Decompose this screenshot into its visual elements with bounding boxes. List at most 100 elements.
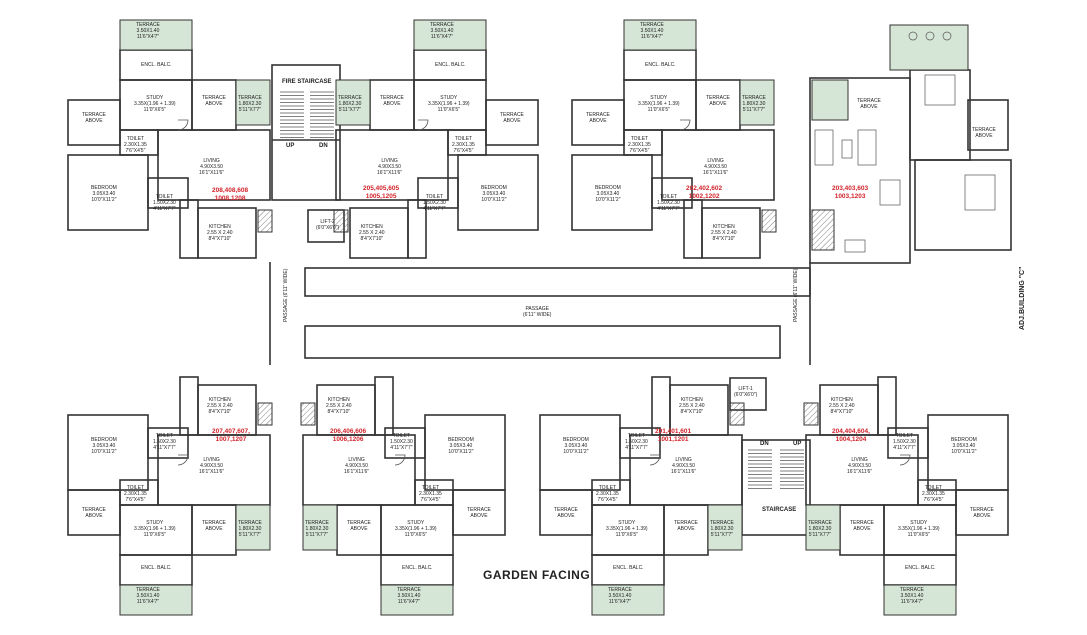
plant-pot-0 [908, 31, 918, 41]
door-swing-4 [394, 454, 406, 466]
flat-bl-terrace-small-label: TERRACE 1.80X2.30 5'11"X7'7" [238, 520, 262, 538]
flat-tc-toilet-label: TOILET 2.30X1.35 7'6"X4'5" [452, 136, 475, 154]
flat-bc-terrace-bottom-label: TERRACE 3.50X1.40 11'6"X4'7" [397, 587, 421, 605]
flat-br1-living-label: LIVING 4.90X3.50 16'1"X11'6" [671, 457, 697, 475]
flat-tl-study-label: STUDY 3.35X(1.96 + 1.39) 11'0"X6'5" [134, 95, 176, 113]
flat-tr1-living-label: LIVING 4.90X3.50 16'1"X11'6" [703, 158, 729, 176]
flat-bl-toilet2-label: TOILET 1.50X2.30 4'11"X7'7" [153, 433, 176, 451]
flat-br1-terrace-above-left-label: TERRACE ABOVE [554, 507, 578, 519]
flat-br2-terrace-above-left-label: TERRACE ABOVE [970, 507, 994, 519]
flat-bc-toilet-label: TOILET 2.30X1.35 7'6"X4'5" [419, 485, 442, 503]
adjacent-building-label: ADJ.BUILDING "C" [1019, 266, 1026, 330]
coffee-table [841, 139, 853, 159]
flat-tl-kitchen-label: KITCHEN 2.55 X 2.40 8'4"X7'10" [207, 224, 233, 242]
flat-tl-living-label: LIVING 4.90X3.50 16'1"X11'6" [199, 158, 225, 176]
flat-bl-encl-dry [179, 376, 199, 436]
sofa [814, 129, 834, 166]
flat-tl-living [157, 129, 271, 201]
flat-bl-bedroom-label: BEDROOM 3.05X3.40 10'0"X11'2" [91, 437, 117, 455]
flat-tc-kitchen-label: KITCHEN 2.55 X 2.40 8'4"X7'10" [359, 224, 385, 242]
stair-up-label: UP [286, 143, 295, 149]
flat-tc-terrace-above-left-label: TERRACE ABOVE [500, 112, 524, 124]
flat-bc-terrace-above-label: TERRACE ABOVE [347, 520, 371, 532]
flat-number-bottom-center: 206,406,606 1006,1206 [330, 428, 367, 443]
flat-tc-living-label: LIVING 4.90X3.50 16'1"X11'6" [377, 158, 403, 176]
flat-br2-toilet2 [887, 427, 929, 459]
flat-tr1-terrace-above-left-label: TERRACE ABOVE [586, 112, 610, 124]
flat-tc-encl-balc-label: ENCL. BALC. [435, 62, 466, 68]
flat-bl-kitchen-label: KITCHEN 2.55 X 2.40 8'4"X7'10" [207, 397, 233, 415]
flat-number-top-left: 208,408,608 1008,1208 [212, 187, 249, 202]
bed-2 [964, 174, 996, 211]
bed-1 [924, 74, 956, 106]
flat-tr1-terrace-small [739, 79, 775, 126]
flat-tr2-bedroom-2 [914, 159, 1012, 251]
flat-bc-bedroom-label: BEDROOM 3.05X3.40 10'0"X11'2" [448, 437, 474, 455]
flat-number-bottom-right-1: 201,401,601 1001,1201 [655, 428, 692, 443]
plan-title: GARDEN FACING [483, 568, 591, 582]
flat-tr2-terrace-above-label: TERRACE ABOVE [857, 98, 881, 110]
lift-1 [729, 377, 767, 411]
passage-top-block [304, 267, 811, 297]
flat-bl-duct [257, 402, 273, 426]
passage-horizontal-label: PASSAGE (6'11" WIDE) [523, 306, 552, 318]
flat-tc-terrace-top [413, 19, 487, 51]
flat-br2-encl-dry [877, 376, 897, 436]
flat-br2-study-label: STUDY 3.35X(1.96 + 1.39) 11'0"X6'5" [898, 520, 940, 538]
door-swing-5 [649, 454, 661, 466]
flat-tr2-duct [811, 209, 835, 251]
flat-br2-duct [803, 402, 819, 426]
flat-tl-toilet-label: TOILET 2.30X1.35 7'6"X4'5" [124, 136, 147, 154]
flat-tc-bedroom-label: BEDROOM 3.05X3.40 10'0"X11'2" [481, 185, 507, 203]
flat-tr1-terrace-top-label: TERRACE 3.50X1.40 11'6"X4'7" [640, 22, 664, 40]
flat-tc-terrace-small-label: TERRACE 1.80X2.30 5'11"X7'7" [338, 95, 362, 113]
flat-br1-encl-dry [651, 376, 671, 436]
door-swing-0 [177, 119, 189, 131]
flat-tr2-terrace-above [967, 99, 1009, 151]
flat-bl-living-label: LIVING 4.90X3.50 16'1"X11'6" [199, 457, 225, 475]
flat-bc-toilet2 [384, 427, 426, 459]
passage-vertical-right-label: PASSAGE (6'11" WIDE) [793, 268, 799, 322]
flat-number-bottom-left: 207,407,607, 1007,1207 [212, 428, 250, 443]
flat-br1-toilet2-label: TOILET 1.50X2.30 4'11"X7'7" [625, 433, 648, 451]
flat-tr2-bedroom-1 [909, 69, 971, 161]
flat-tc-living [335, 129, 449, 201]
flat-bl-study-label: STUDY 3.35X(1.96 + 1.39) 11'0"X6'5" [134, 520, 176, 538]
flat-tr1-toilet-label: TOILET 2.30X1.35 7'6"X4'5" [628, 136, 651, 154]
flat-tr1-terrace-top [623, 19, 697, 51]
fire-staircase-label: FIRE STAIRCASE [282, 79, 332, 85]
flat-br2-terrace-above-label: TERRACE ABOVE [850, 520, 874, 532]
plant-pot-2 [942, 31, 952, 41]
flat-bl-terrace-above-label: TERRACE ABOVE [202, 520, 226, 532]
door-swing-1 [417, 119, 429, 131]
flat-tl-terrace-top [119, 19, 193, 51]
flat-tr1-bedroom-label: BEDROOM 3.05X3.40 10'0"X11'2" [595, 185, 621, 203]
flat-bl-terrace-small [235, 504, 271, 551]
flat-tc-terrace-small [335, 79, 371, 126]
flat-bl-toilet2 [147, 427, 189, 459]
flat-bc-terrace-above-left-label: TERRACE ABOVE [467, 507, 491, 519]
kitchen-counter [844, 239, 866, 253]
flat-tl-toilet2 [147, 177, 189, 209]
flat-br1-study-label: STUDY 3.35X(1.96 + 1.39) 11'0"X6'5" [606, 520, 648, 538]
flat-bl-terrace-bottom [119, 584, 193, 616]
flat-tc-terrace-above-label: TERRACE ABOVE [380, 95, 404, 107]
flat-br2-toilet-label: TOILET 2.30X1.35 7'6"X4'5" [922, 485, 945, 503]
passage-bottom-block [304, 325, 781, 359]
fire-staircase [271, 64, 341, 201]
flat-tc-terrace-above-left [485, 99, 539, 146]
door-swing-6 [899, 454, 911, 466]
flat-tr1-encl-dry [683, 199, 703, 259]
flat-tc-toilet2 [417, 177, 459, 209]
flat-bl-toilet-label: TOILET 2.30X1.35 7'6"X4'5" [124, 485, 147, 503]
flat-tl-terrace-small [235, 79, 271, 126]
flat-br2-terrace-small-label: TERRACE 1.80X2.30 5'11"X7'7" [808, 520, 832, 538]
flat-tl-encl-balc-label: ENCL. BALC. [141, 62, 172, 68]
flat-tc-encl-dry [407, 199, 427, 259]
flat-bc-encl-balc-label: ENCL. BALC. [402, 565, 433, 571]
flat-tr1-study-label: STUDY 3.35X(1.96 + 1.39) 11'0"X6'5" [638, 95, 680, 113]
flat-bc-terrace-bottom [380, 584, 454, 616]
flat-tr1-toilet2-label: TOILET 1.50X2.30 4'11"X7'7" [657, 194, 680, 212]
flat-br1-encl-balc-label: ENCL. BALC. [613, 565, 644, 571]
flat-br1-terrace-bottom-label: TERRACE 3.50X1.40 11'6"X4'7" [608, 587, 632, 605]
